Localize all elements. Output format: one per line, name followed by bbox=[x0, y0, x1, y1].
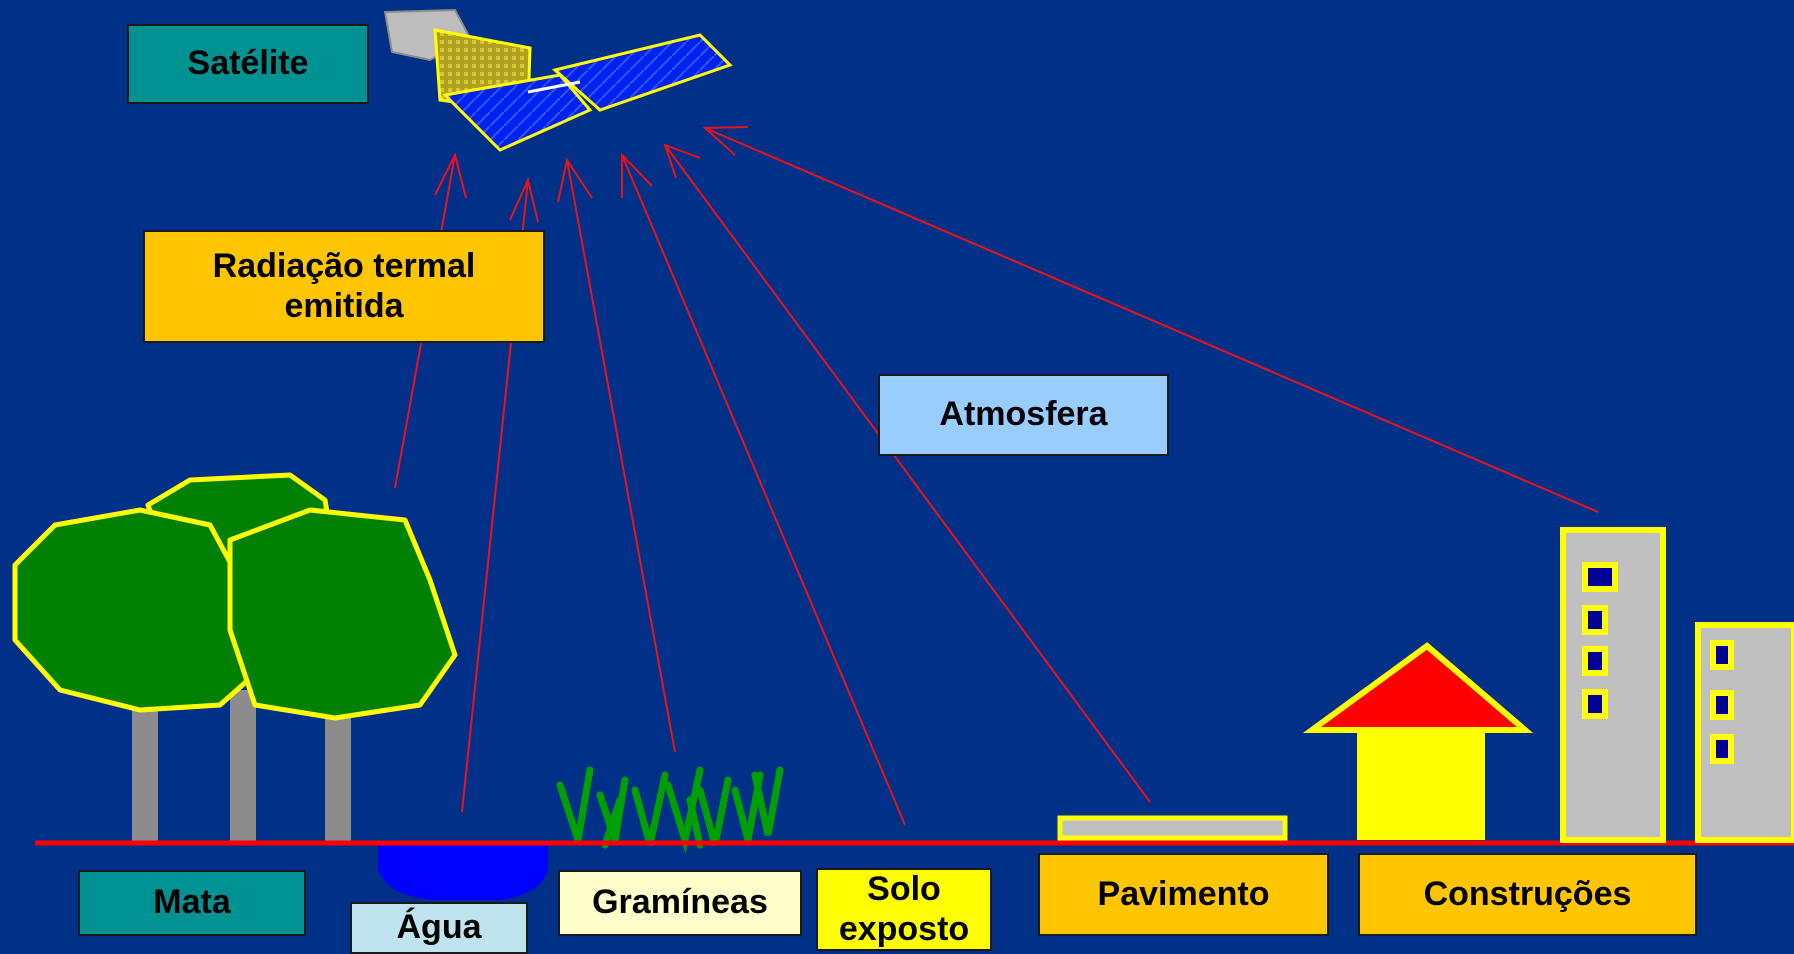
satellite-icon bbox=[383, 8, 733, 152]
arrowhead-water bbox=[509, 176, 539, 223]
building-window bbox=[1582, 689, 1608, 719]
buildings-label: Construções bbox=[1358, 853, 1697, 936]
building-window bbox=[1710, 734, 1734, 764]
building-window bbox=[1582, 562, 1618, 592]
arrowhead-soil bbox=[621, 152, 653, 198]
forest-trees bbox=[12, 472, 458, 843]
arrowhead-forest bbox=[434, 152, 467, 199]
building-window bbox=[1710, 640, 1734, 670]
water-label: Água bbox=[350, 902, 528, 954]
arrow-from-pavement bbox=[664, 144, 1151, 803]
tree-trunk bbox=[230, 690, 256, 843]
grass-label: Gramíneas bbox=[558, 870, 802, 936]
arrow-from-grass bbox=[566, 159, 676, 753]
arrowhead-pavement bbox=[663, 143, 701, 179]
arrow-from-soil bbox=[621, 154, 906, 826]
arrow-from-buildings bbox=[704, 127, 1599, 513]
tree-canopy bbox=[227, 507, 458, 721]
pavement-slab bbox=[1057, 815, 1288, 841]
radiation-label: Radiação termal emitida bbox=[143, 230, 545, 343]
arrowhead-grass bbox=[557, 157, 593, 203]
short-building-icon bbox=[1695, 622, 1794, 843]
house-icon bbox=[1302, 642, 1534, 840]
building-window bbox=[1710, 690, 1734, 720]
building-window bbox=[1582, 646, 1608, 676]
water-body bbox=[378, 842, 548, 900]
arrowhead-buildings bbox=[702, 126, 749, 156]
grass-icon bbox=[556, 766, 784, 854]
tall-building-icon bbox=[1560, 527, 1666, 843]
soil-label: Solo exposto bbox=[816, 868, 992, 951]
forest-label: Mata bbox=[78, 870, 306, 936]
atmosphere-label: Atmosfera bbox=[878, 374, 1169, 456]
building-window bbox=[1582, 605, 1608, 635]
pavement-label: Pavimento bbox=[1038, 853, 1329, 936]
satellite-label: Satélite bbox=[127, 24, 369, 104]
